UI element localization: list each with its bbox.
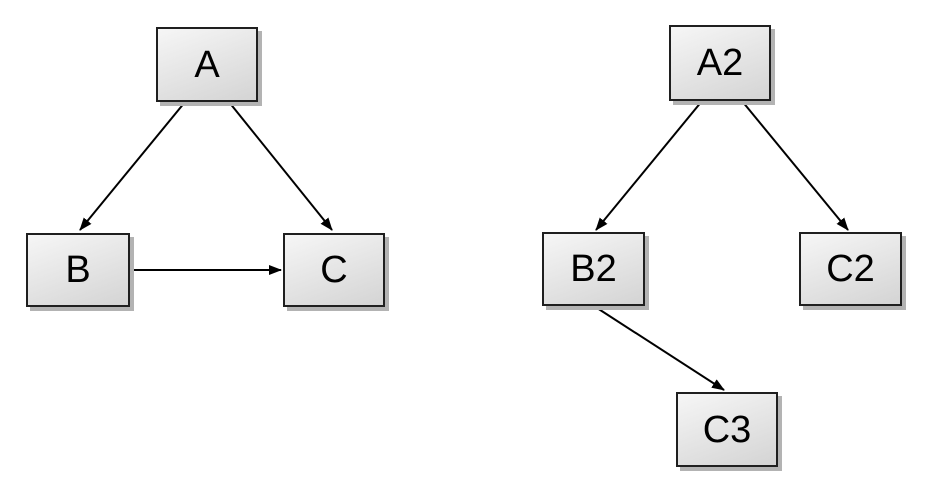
node-C3: C3	[676, 392, 778, 467]
node-label: C3	[702, 408, 752, 451]
node-label: A	[194, 43, 220, 86]
node-C2: C2	[799, 232, 902, 306]
edge-A2-to-B2	[595, 100, 703, 231]
node-label: C2	[826, 248, 875, 290]
node-B: B	[26, 233, 130, 307]
node-label: C	[320, 249, 348, 291]
edge-A-to-C	[228, 101, 333, 231]
edges-group	[79, 100, 849, 391]
node-C: C	[283, 233, 385, 307]
node-A: A	[156, 27, 258, 102]
edge-A2-to-C2	[741, 100, 849, 231]
edge-B2-to-C3	[593, 305, 725, 391]
node-A2: A2	[669, 25, 771, 101]
edge-A-to-B	[79, 101, 186, 231]
node-label: A2	[696, 42, 744, 84]
node-B2: B2	[542, 232, 645, 306]
node-label: B2	[570, 248, 617, 290]
node-label: B	[65, 249, 91, 291]
